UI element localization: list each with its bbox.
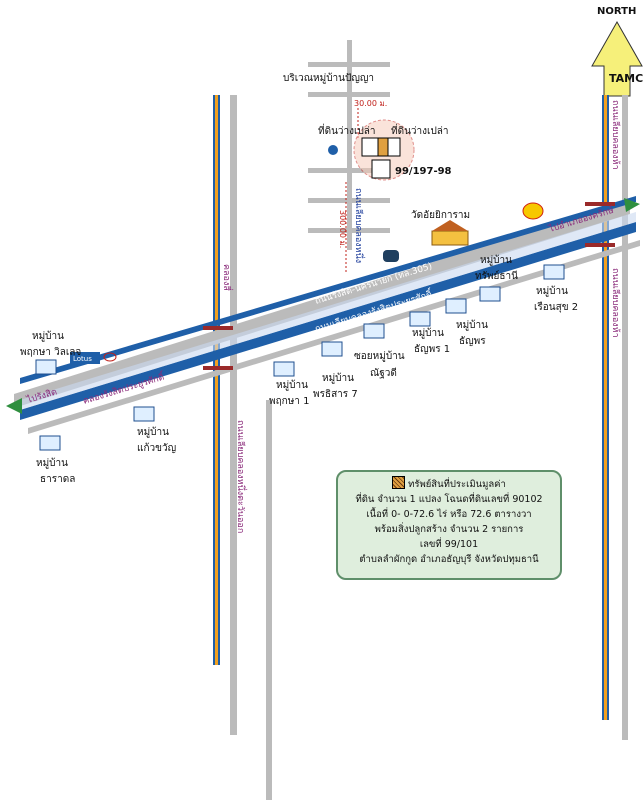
village-thanyaporn-label-1: หมู่บ้าน xyxy=(456,319,488,331)
village-thanya1-label-1: หมู่บ้าน xyxy=(412,327,444,339)
north-arrow: NORTH TAMC xyxy=(591,6,643,97)
village-prueksa-villate-label-2: พฤกษา วิลเลจ xyxy=(20,347,81,358)
distance-300m-label: 300.00 ม. xyxy=(338,210,347,248)
distance-30m-label: 30.00 ม. xyxy=(354,99,387,108)
house-icon xyxy=(39,435,61,451)
village-prueksa1-label-2: พฤกษา 1 xyxy=(269,396,309,407)
north-label: NORTH xyxy=(597,6,636,17)
house-icon xyxy=(321,341,343,357)
soi-village-label: ซอยหมู่บ้าน xyxy=(354,350,405,362)
plot-number-label: 99/197-98 xyxy=(395,166,452,177)
legend-line-5: ตำบลลำผักกูด อำเภอธัญบุรี จังหวัดปทุมธาน… xyxy=(359,554,539,565)
side-road-right-mid-label: ถนนเลียบคลองห้า xyxy=(610,268,621,338)
right-vertical-road xyxy=(602,95,628,740)
subject-plot: 99/197-98 xyxy=(328,119,452,181)
legend-box: ทรัพย์สินที่ประเมินมูลค่า ที่ดิน จำนวน 1… xyxy=(336,470,562,580)
house-icon xyxy=(409,311,431,327)
subject-property-swatch xyxy=(392,476,406,489)
location-pin-icon xyxy=(328,145,338,155)
village-prueksa-villate-label-1: หมู่บ้าน xyxy=(32,330,64,342)
to-ongkharak-arrow xyxy=(624,198,640,212)
village-panya-label: บริเวณหมู่บ้านปัญญา xyxy=(283,72,374,84)
village-ruensuk-label-2: เรือนสุข 2 xyxy=(534,301,578,313)
legend-line-2: เนื้อที่ 0- 0-72.6 ไร่ หรือ 72.6 ตารางวา xyxy=(366,509,532,520)
lotus-label: Lotus xyxy=(73,355,92,363)
house-icon xyxy=(543,264,565,280)
side-road-left-lower-label: ถนนเลียบคลองหนึ่งตะวันออก xyxy=(235,420,248,533)
village-kaewkwan-label-1: หมู่บ้าน xyxy=(137,426,169,438)
bridge-icon xyxy=(203,366,233,370)
legend-line-1: ที่ดิน จำนวน 1 แปลง โฉนดที่ดินเลขที่ 901… xyxy=(355,494,543,505)
vacant-land-1-label: ที่ดินว่างเปล่า xyxy=(318,123,376,137)
north-brand: TAMC xyxy=(609,72,643,85)
village-thanyaporn-label-2: ธัญพร xyxy=(459,336,486,347)
to-rangsit-arrow xyxy=(6,398,22,414)
legend-line-4: เลขที่ 99/101 xyxy=(419,539,479,550)
village-ruensuk-label-1: หมู่บ้าน xyxy=(536,285,568,297)
village-icons xyxy=(35,264,565,451)
village-sapthani-label-1: หมู่บ้าน xyxy=(480,254,512,266)
legend-title: ทรัพย์สินที่ประเมินมูลค่า xyxy=(408,479,506,490)
shell-station-icon xyxy=(522,202,544,220)
temple-label: วัดอัยยิการาม xyxy=(411,210,470,221)
vacant-land-2-label: ที่ดินว่างเปล่า xyxy=(391,123,449,137)
bridge-icon xyxy=(585,243,615,247)
side-road-right-top-label: ถนนเลียบคลองห้า xyxy=(610,100,621,170)
village-tharadol-label-1: หมู่บ้าน xyxy=(36,457,68,469)
village-kaewkwan-label-2: แก้วขวัญ xyxy=(137,442,176,454)
lotus-logo: Lotus xyxy=(70,352,100,364)
left-vertical-road xyxy=(213,95,272,800)
house-icon xyxy=(133,406,155,422)
village-pornsiri-label-2: พรธิสาร 7 xyxy=(313,389,358,400)
bridge-icon xyxy=(203,326,233,330)
legend-title-row: ทรัพย์สินที่ประเมินมูลค่า xyxy=(344,476,554,492)
village-thanya1-label-2: ธัญพร 1 xyxy=(414,344,450,355)
temple-icon xyxy=(431,220,469,246)
house-icon xyxy=(445,298,467,314)
village-sapthani-label-2: ทรัพย์ธานี xyxy=(475,270,518,282)
round-sign-icon xyxy=(383,250,399,262)
legend-line-3: พร้อมสิ่งปลูกสร้าง จำนวน 2 รายการ xyxy=(374,524,524,535)
house-icon xyxy=(363,323,385,339)
village-prueksa1-label-1: หมู่บ้าน xyxy=(276,379,308,391)
village-chanyawadi-label: ณัฐวดี xyxy=(370,367,397,379)
village-pornsiri-label-1: หมู่บ้าน xyxy=(322,372,354,384)
bridges xyxy=(203,202,615,370)
house-icon xyxy=(35,359,57,375)
house-icon xyxy=(273,361,295,377)
land-road-label: ถนนเลียบคลองหนึ่ง xyxy=(353,188,366,263)
bridge-icon xyxy=(585,202,615,206)
side-road-left-label: คลองสี่ xyxy=(221,264,234,291)
house-icon xyxy=(479,286,501,302)
village-lanes xyxy=(308,40,390,272)
toyota-icon xyxy=(103,352,117,362)
village-tharadol-label-2: ธาราดล xyxy=(40,474,75,485)
